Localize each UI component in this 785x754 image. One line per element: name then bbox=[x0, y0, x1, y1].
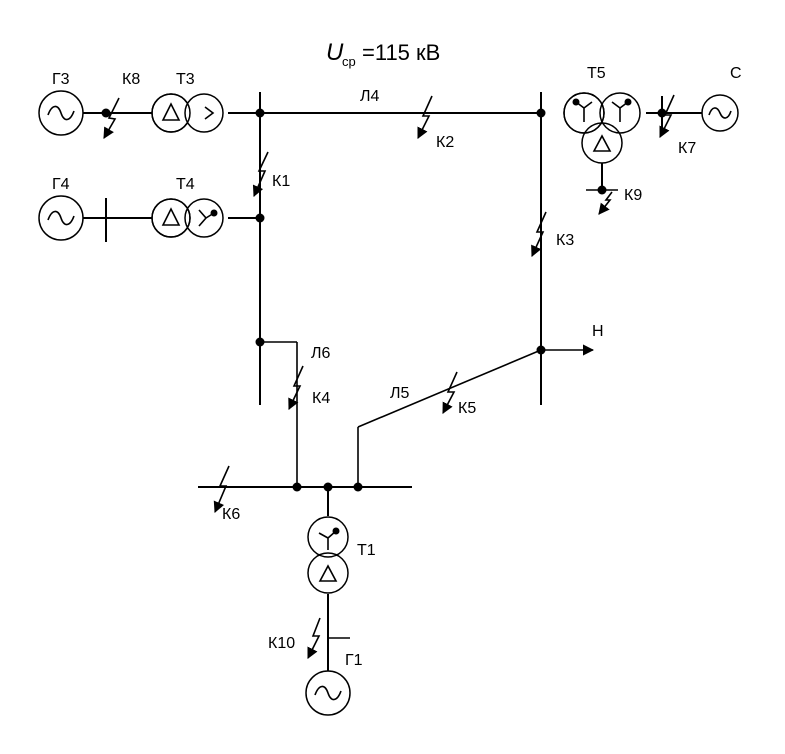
voltage-value: =115 кВ bbox=[362, 40, 440, 65]
labels: Г3 Г4 С Г1 Т3 Т4 Т5 Т1 Л4 Л6 Л5 Н К8 К1 … bbox=[52, 65, 742, 669]
label-k10: К10 bbox=[268, 635, 295, 652]
transformer-t3 bbox=[151, 93, 224, 133]
fault-symbols bbox=[103, 94, 675, 660]
label-g3: Г3 bbox=[52, 71, 70, 88]
label-g1: Г1 bbox=[345, 652, 363, 669]
label-t5: Т5 bbox=[587, 65, 606, 82]
system-source-c bbox=[701, 94, 739, 132]
label-k6: К6 bbox=[222, 506, 240, 523]
transformer-t1 bbox=[307, 516, 349, 594]
label-k4: К4 bbox=[312, 390, 330, 407]
label-t4: Т4 bbox=[176, 176, 195, 193]
voltage-label: U ср =115 кВ bbox=[326, 39, 440, 69]
label-load: Н bbox=[592, 323, 604, 340]
label-c: С bbox=[730, 65, 742, 82]
label-l5: Л5 bbox=[390, 385, 410, 402]
label-l6: Л6 bbox=[311, 345, 331, 362]
label-g4: Г4 bbox=[52, 176, 70, 193]
label-k8: К8 bbox=[122, 71, 140, 88]
label-l4: Л4 bbox=[360, 88, 380, 105]
generator-g4 bbox=[38, 195, 84, 241]
label-k5: К5 bbox=[458, 400, 476, 417]
transformer-t5 bbox=[563, 92, 641, 164]
label-k1: К1 bbox=[272, 173, 290, 190]
label-k7: К7 bbox=[678, 140, 696, 157]
label-t1: Т1 bbox=[357, 542, 376, 559]
generator-g3 bbox=[38, 90, 84, 136]
label-t3: Т3 bbox=[176, 71, 195, 88]
voltage-symbol: U bbox=[326, 39, 344, 66]
generator-g1 bbox=[305, 670, 351, 716]
label-k3: К3 bbox=[556, 232, 574, 249]
label-k2: К2 bbox=[436, 134, 454, 151]
transformer-t4 bbox=[151, 198, 224, 238]
junctions bbox=[101, 108, 667, 492]
voltage-subscript: ср bbox=[342, 54, 356, 69]
label-k9: К9 bbox=[624, 187, 642, 204]
